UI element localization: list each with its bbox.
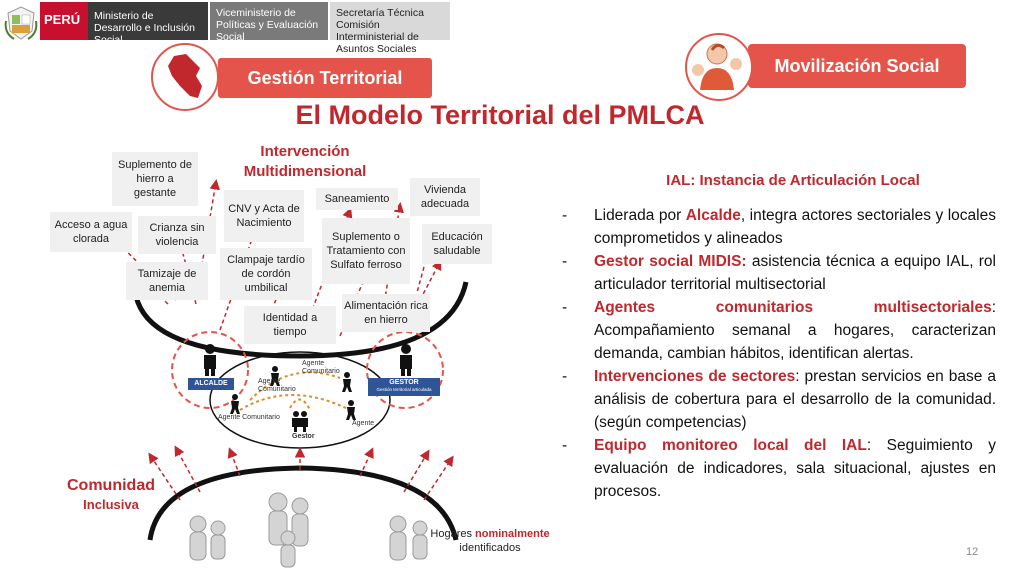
comunidad-label: Comunidad Inclusiva bbox=[58, 476, 164, 514]
bullet-highlight: Alcalde bbox=[685, 207, 741, 224]
ial-title: IAL: Instancia de Articulación Local bbox=[666, 172, 920, 189]
tag-vivienda: Vivienda adecuada bbox=[410, 178, 480, 216]
tag-saneamiento: Saneamiento bbox=[316, 188, 398, 210]
gestor-label: Gestor bbox=[292, 433, 315, 440]
alcalde-figure-icon bbox=[204, 344, 216, 376]
bullet-dash: - bbox=[562, 368, 568, 385]
agente-figure-icon bbox=[346, 400, 356, 420]
bullet-post: : Seguimiento y evaluación de indicadore… bbox=[594, 437, 996, 500]
tag-tamizaje: Tamizaje de anemia bbox=[126, 262, 208, 300]
bullet-dash: - bbox=[562, 253, 568, 270]
agente-comunitario-label: Agente Comunitario bbox=[302, 360, 340, 375]
bullet-highlight: Equipo monitoreo local del IAL bbox=[594, 437, 867, 454]
tag-cnv: CNV y Acta de Nacimiento bbox=[224, 190, 304, 242]
vice-ministry-label: Viceministerio de Políticas y Evaluación… bbox=[210, 2, 328, 43]
gestor-badge: GESTOR Gestión territorial articulada bbox=[368, 378, 440, 396]
tag-clampaje: Clampaje tardío de cordón umbilical bbox=[220, 248, 312, 300]
bullet-highlight: Agentes comunitarios multisectoriales bbox=[594, 299, 992, 316]
agente-comunitario-label: Agente Comunitario bbox=[218, 414, 280, 421]
tag-suplemento-hierro: Suplemento de hierro a gestante bbox=[112, 152, 198, 206]
ial-bullet-list: - Liderada por Alcalde, integra actores s… bbox=[562, 204, 996, 503]
list-item: - Equipo monitoreo local del IAL: Seguimi… bbox=[562, 434, 996, 503]
ministry-label: Ministerio de Desarrollo e Inclusión Soc… bbox=[88, 2, 208, 46]
movilizacion-social-pill: Movilización Social bbox=[748, 44, 966, 88]
upper-arc bbox=[133, 281, 469, 359]
coat-of-arms-icon bbox=[4, 6, 38, 40]
tag-identidad: Identidad a tiempo bbox=[244, 306, 336, 344]
bullet-highlight: Intervenciones de sectores bbox=[594, 368, 796, 385]
bullet-highlight: Gestor social MIDIS: bbox=[594, 253, 747, 270]
tag-educacion: Educación saludable bbox=[422, 224, 492, 264]
page-number: 12 bbox=[966, 546, 979, 558]
tag-acceso-agua: Acceso a agua clorada bbox=[50, 212, 132, 252]
gestor-badge-title: GESTOR bbox=[389, 379, 419, 386]
list-item: - Liderada por Alcalde, integra actores s… bbox=[562, 204, 996, 250]
list-item: - Gestor social MIDIS: asistencia técnica… bbox=[562, 250, 996, 296]
community-people-icon bbox=[189, 492, 428, 568]
hogares-post: identificados bbox=[459, 542, 521, 554]
bullet-dash: - bbox=[562, 299, 568, 316]
list-item: - Intervenciones de sectores: prestan ser… bbox=[562, 365, 996, 434]
page-title: El Modelo Territorial del PMLCA bbox=[295, 100, 705, 130]
gestor-circle bbox=[366, 331, 444, 409]
bullet-dash: - bbox=[562, 207, 568, 224]
hogares-pre: Hogares bbox=[430, 528, 476, 540]
bullet-post: , integra actores sectoriales y locales … bbox=[594, 207, 996, 247]
gestor-figure-icon bbox=[292, 411, 308, 432]
tag-suplemento-tratamiento: Suplemento o Tratamiento con Sulfato fer… bbox=[322, 218, 410, 284]
list-item: - Agentes comunitarios multisectoriales: … bbox=[562, 296, 996, 365]
comunidad-line2: Inclusiva bbox=[83, 497, 139, 512]
bullet-post: : Acompañamiento semanal a hogares, cara… bbox=[594, 299, 996, 362]
secretaria-label: Secretaría Técnica Comisión Interministe… bbox=[330, 2, 450, 55]
bullet-dash: - bbox=[562, 437, 568, 454]
hogares-label: Hogares nominalmente identificados bbox=[410, 527, 570, 555]
alcalde-circle bbox=[171, 331, 249, 409]
agente-figure-icon bbox=[230, 394, 240, 414]
gestion-territorial-pill: Gestión Territorial bbox=[218, 58, 432, 98]
bullet-post: asistencia técnica a equipo IAL, rol art… bbox=[594, 253, 996, 293]
intervencion-title: Intervención Multidimensional bbox=[243, 143, 367, 180]
bullet-pre: Liderada por bbox=[594, 207, 686, 224]
peru-label: PERÚ bbox=[40, 2, 88, 40]
agente-comunitario-label: Agente Comunitario bbox=[258, 378, 296, 393]
tag-alimentacion: Alimentación rica en hierro bbox=[342, 294, 430, 332]
tag-crianza: Crianza sin violencia bbox=[138, 216, 216, 254]
bullet-post: : prestan servicios en base a análisis d… bbox=[594, 368, 996, 431]
header-bar: PERÚ Ministerio de Desarrollo e Inclusió… bbox=[0, 0, 460, 55]
person-avatar-icon bbox=[685, 33, 753, 101]
gestor-figure-icon bbox=[400, 344, 412, 376]
agente-figure-icon bbox=[342, 372, 352, 392]
gestor-badge-sub: Gestión territorial articulada bbox=[376, 387, 432, 392]
peru-map-icon bbox=[151, 43, 219, 111]
agente-label: Agente bbox=[352, 420, 375, 427]
hogares-highlight: nominalmente bbox=[475, 528, 550, 540]
agente-figure-icon bbox=[270, 366, 280, 386]
alcalde-badge: ALCALDE bbox=[188, 378, 234, 390]
comunidad-line1: Comunidad bbox=[67, 477, 155, 494]
